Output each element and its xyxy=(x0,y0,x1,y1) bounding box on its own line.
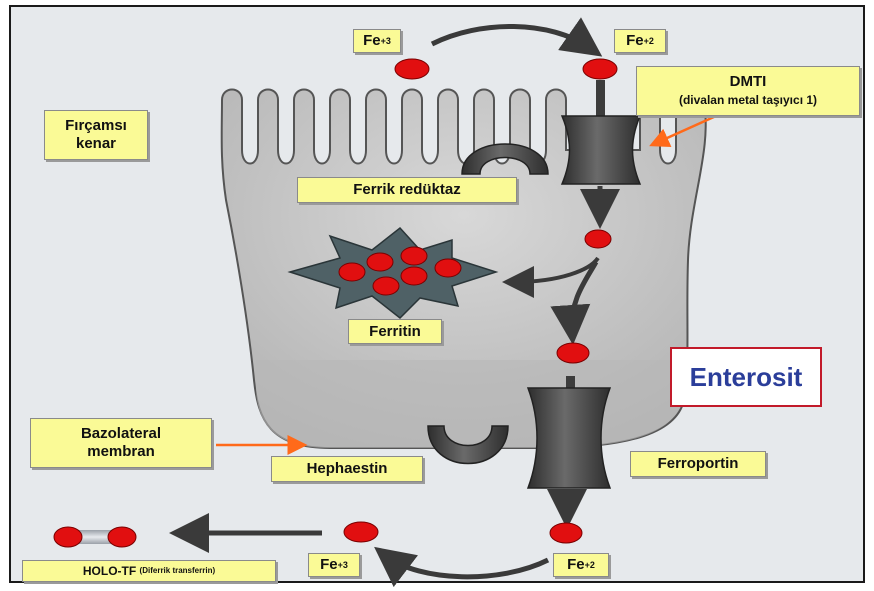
holo-transferrin-molecule xyxy=(54,527,136,547)
ferroportin-transporter xyxy=(528,388,610,488)
label-hephaestin: Hephaestin xyxy=(271,456,423,482)
label-enterosit: Enterosit xyxy=(670,347,822,407)
label-holo-tf: HOLO-TF (Diferrik transferrin) xyxy=(22,560,276,582)
iron-cytosol-1 xyxy=(585,230,611,248)
dmt1-transporter xyxy=(562,116,640,184)
label-fe2-top: Fe+2 xyxy=(614,29,666,53)
label-ferrik-reduktaz: Ferrik redüktaz xyxy=(297,177,517,203)
label-ferritin: Ferritin xyxy=(348,319,442,344)
iron-fe3-bottom xyxy=(344,522,378,542)
oxidation-arrow-bottom xyxy=(386,556,548,577)
ferroportin-stem xyxy=(566,376,575,388)
iron-fe2-bottom xyxy=(550,523,582,543)
label-bazolateral-membran: Bazolateral membran xyxy=(30,418,212,468)
reduction-arrow-top xyxy=(432,26,590,48)
label-fe3-top: Fe+3 xyxy=(353,29,401,53)
label-dmti: DMTI (divalan metal taşıyıcı 1) xyxy=(636,66,860,116)
iron-cytosol-2 xyxy=(557,343,589,363)
iron-fe3-top xyxy=(395,59,429,79)
label-fe3-bottom: Fe+3 xyxy=(308,553,360,577)
label-ferroportin: Ferroportin xyxy=(630,451,766,477)
dmt1-stem xyxy=(596,80,605,116)
iron-fe2-top xyxy=(583,59,617,79)
basal-region xyxy=(256,360,686,448)
label-fe2-bottom: Fe+2 xyxy=(553,553,609,577)
label-fircamsi-kenar: Fırçamsı kenar xyxy=(44,110,148,160)
